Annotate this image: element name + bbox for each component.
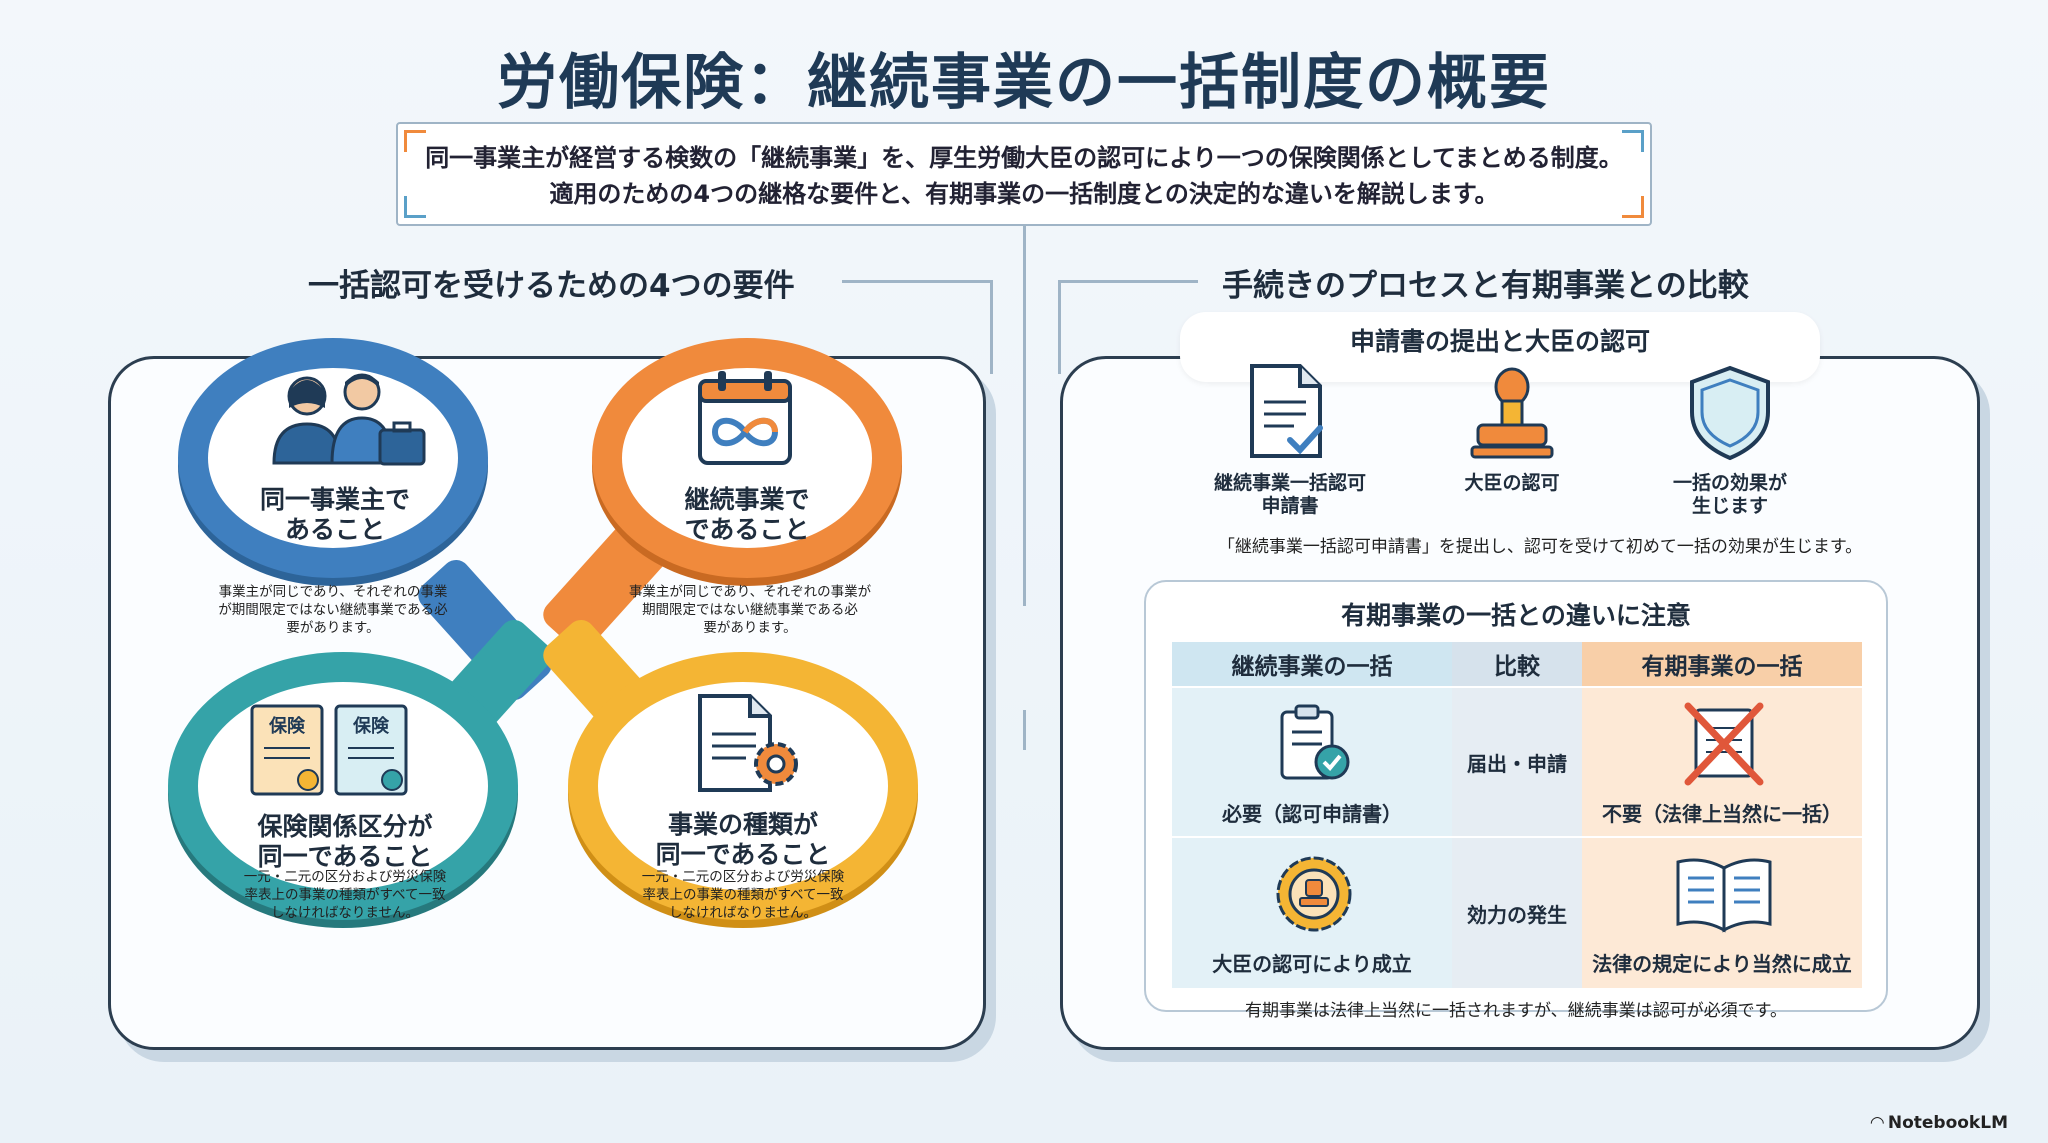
column-header-fixed-term: 有期事業の一括 xyxy=(1582,642,1862,686)
requirement-label-line: であること xyxy=(684,515,810,544)
process-step-line: 一括の効果が xyxy=(1672,472,1787,494)
requirement-label-line: 事業の種類が xyxy=(667,810,818,839)
certificate-text: 保険 xyxy=(352,715,390,737)
table-cell-continuous-filing: 必要（認可申請書） xyxy=(1172,688,1452,836)
requirement-label: 保険関係区分が 同一であること xyxy=(200,812,490,872)
process-note: 「継続事業一括認可申請書」を提出し、認可を受けて初めて一括の効果が生じます。 xyxy=(1217,537,1863,557)
requirement-description-line: 一元・二元の区分および労災保険 xyxy=(641,869,845,885)
intro-box: 同一事業主が経営する検数の「継続事業」を、厚生労働大臣の認可により一つの保険関係… xyxy=(396,122,1652,226)
requirement-label: 同一事業主で あること xyxy=(210,485,460,545)
process-step-line: 継続事業一括認可 xyxy=(1213,472,1366,494)
comparison-title: 有期事業の一括との違いに注意 xyxy=(1341,601,1691,630)
process-step-label: 継続事業一括認可 申請書 xyxy=(1190,472,1390,518)
row-label-effect: 効力の発生 xyxy=(1452,838,1582,988)
people-icon xyxy=(272,373,426,466)
stamp-icon xyxy=(1470,367,1554,459)
requirement-description: 一元・二元の区分および労災保険 率表上の事業の種類がすべて一致 しなければなりま… xyxy=(598,868,888,922)
requirement-description: 事業主が同じであり、それぞれの事業 が期間限定ではない継続事業である必 要があり… xyxy=(178,583,488,637)
left-connector xyxy=(990,280,993,374)
clipboard-check-icon xyxy=(1280,704,1350,780)
table-cell-fixed-filing: 不要（法律上当然に一括） xyxy=(1582,688,1862,836)
requirement-label-line: 同一事業主で xyxy=(259,485,410,514)
corner-accent xyxy=(1622,130,1644,152)
center-connector xyxy=(1023,710,1026,750)
process-title: 申請書の提出と大臣の認可 xyxy=(1349,327,1650,356)
application-document-icon xyxy=(1250,364,1323,458)
corner-accent xyxy=(1622,196,1644,218)
intro-line-2: 適用のための4つの継格な要件と、有期事業の一括制度との決定的な違いを解説します。 xyxy=(549,180,1499,208)
corner-accent xyxy=(404,196,426,218)
infinity-calendar-icon xyxy=(698,371,792,465)
comparison-note: 有期事業は法律上当然に一括されますが、継続事業は認可が必須です。 xyxy=(1245,1001,1787,1021)
process-step-label: 一括の効果が 生じます xyxy=(1630,472,1830,518)
requirement-description-line: 期間限定ではない継続事業である必 xyxy=(642,602,858,618)
requirement-label-line: あること xyxy=(284,515,385,544)
left-section-heading: 一括認可を受けるための4つの要件 xyxy=(308,268,795,304)
requirement-description-line: しなければなりません。 xyxy=(270,905,420,921)
requirement-description: 一元・二元の区分および労災保険 率表上の事業の種類がすべて一致 しなければなりま… xyxy=(200,868,490,922)
crossed-document-icon xyxy=(1684,702,1764,786)
shield-icon xyxy=(1690,365,1770,461)
open-book-icon xyxy=(1676,858,1772,933)
requirement-label-line: 継続事業で xyxy=(684,485,810,514)
seal-badge-icon xyxy=(1276,856,1352,932)
right-section-heading: 手続きのプロセスと有期事業との比較 xyxy=(1222,268,1749,304)
effect-by-law-text: 法律の規定により当然に成立 xyxy=(1592,952,1852,976)
column-header-continuous: 継続事業の一括 xyxy=(1172,642,1452,686)
effect-by-approval-text: 大臣の認可により成立 xyxy=(1212,952,1412,976)
center-connector xyxy=(1023,226,1026,606)
left-connector xyxy=(842,280,992,283)
requirement-description-line: 事業主が同じであり、それぞれの事業が xyxy=(628,584,872,600)
filing-required-text: 必要（認可申請書） xyxy=(1222,802,1402,826)
requirement-label-line: 保険関係区分が xyxy=(257,812,433,841)
brand-watermark: ◠NotebookLM xyxy=(1871,1113,2008,1133)
row-label-filing: 届出・申請 xyxy=(1452,688,1582,836)
column-header-comparison: 比較 xyxy=(1452,642,1582,686)
right-connector xyxy=(1058,280,1198,283)
requirement-description-line: 率表上の事業の種類がすべて一致 xyxy=(244,887,446,903)
process-step-line: 申請書 xyxy=(1261,495,1319,517)
requirement-description-line: 事業主が同じであり、それぞれの事業 xyxy=(218,584,448,600)
brand-name: NotebookLM xyxy=(1887,1113,2008,1133)
requirement-label-line: 同一であること xyxy=(655,840,831,869)
requirement-description-line: 率表上の事業の種類がすべて一致 xyxy=(642,887,844,903)
table-cell-continuous-effect: 大臣の認可により成立 xyxy=(1172,838,1452,988)
requirement-description-line: しなければなりません。 xyxy=(668,905,818,921)
corner-accent xyxy=(404,130,426,152)
right-connector xyxy=(1058,280,1061,374)
certificate-text: 保険 xyxy=(268,715,306,737)
requirement-label-line: 同一であること xyxy=(257,842,433,871)
requirement-description-line: が期間限定ではない継続事業である必 xyxy=(218,602,448,618)
page-title: 労働保険：継続事業の一括制度の概要 xyxy=(497,48,1551,118)
process-step-label: 大臣の認可 xyxy=(1412,472,1612,495)
requirement-description-line: 要があります。 xyxy=(703,620,797,636)
requirement-description-line: 要があります。 xyxy=(286,620,380,636)
intro-line-1: 同一事業主が経営する検数の「継続事業」を、厚生労働大臣の認可により一つの保険関係… xyxy=(425,144,1623,172)
requirement-label: 事業の種類が 同一であること xyxy=(598,810,888,870)
notebooklm-logo-icon: ◠ xyxy=(1870,1113,1884,1133)
process-step-line: 大臣の認可 xyxy=(1464,472,1560,494)
certificate-icon: 保険 保険 xyxy=(250,704,408,796)
filing-not-required-text: 不要（法律上当然に一括） xyxy=(1602,802,1842,826)
table-cell-fixed-effect: 法律の規定により当然に成立 xyxy=(1582,838,1862,988)
requirement-description-line: 一元・二元の区分および労災保険 xyxy=(243,869,447,885)
document-gear-icon xyxy=(698,694,798,792)
process-step-line: 生じます xyxy=(1691,495,1768,517)
requirement-label: 継続事業で であること xyxy=(622,485,872,545)
requirement-description: 事業主が同じであり、それぞれの事業が 期間限定ではない継続事業である必 要があり… xyxy=(590,583,910,637)
